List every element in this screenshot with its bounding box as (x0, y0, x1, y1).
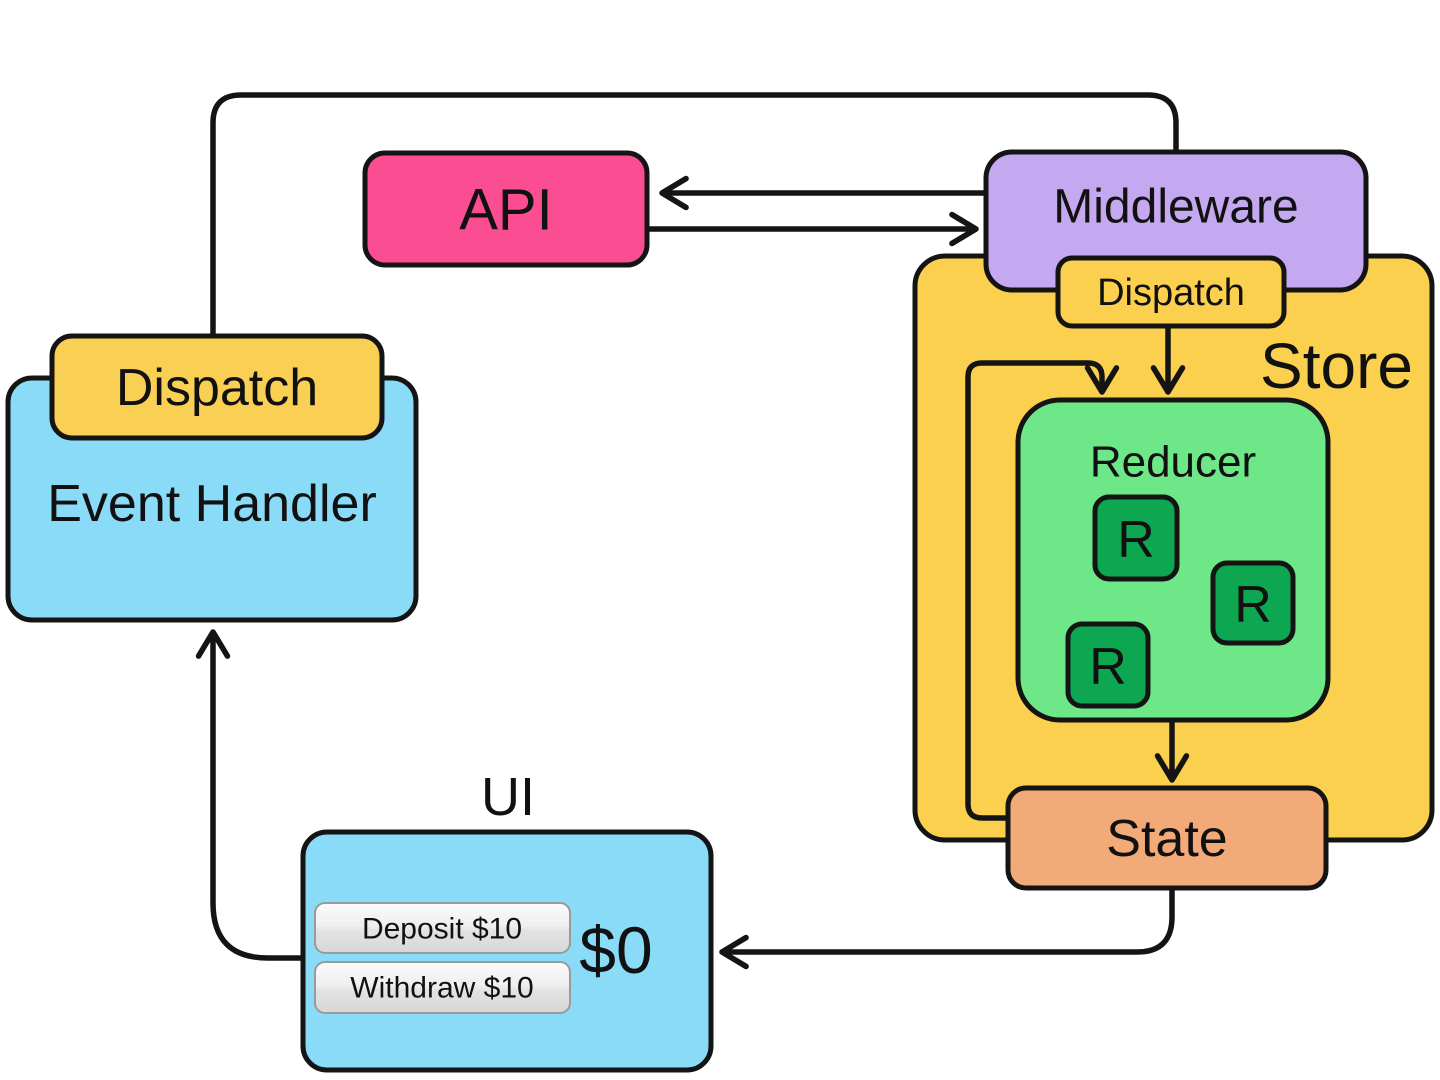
event-dispatch-label: Dispatch (116, 359, 318, 417)
deposit-button-label: Deposit $10 (362, 913, 522, 946)
deposit-button[interactable] (314, 902, 571, 954)
middleware-label: Middleware (1053, 181, 1298, 234)
reducer-label: Reducer (1090, 438, 1256, 487)
state-node (1005, 785, 1329, 891)
connector-dispatch-to-middleware (210, 92, 1179, 336)
state-label: State (1106, 810, 1227, 868)
api-node (362, 150, 650, 268)
balance-value: $0 (579, 913, 652, 987)
arrow-state-to-reducer-loop (965, 360, 1120, 821)
api-label: API (459, 178, 553, 243)
reducer-r1-node (1092, 494, 1180, 582)
store-dispatch-node (1055, 255, 1287, 329)
arrow-state-to-ui (719, 888, 1175, 970)
event-handler-label: Event Handler (47, 475, 377, 533)
reducer-r2-node (1210, 560, 1296, 646)
reducer-r3-label: R (1089, 638, 1127, 696)
event-dispatch-node (49, 333, 385, 441)
reducer-r3-node (1065, 621, 1151, 709)
withdraw-button[interactable] (314, 961, 571, 1014)
reducer-r1-label: R (1117, 511, 1155, 569)
withdraw-button-label: Withdraw $10 (350, 972, 533, 1005)
store-label: Store (1260, 330, 1413, 402)
ui-label: UI (481, 767, 535, 827)
reducer-r2-label: R (1234, 576, 1272, 634)
arrow-ui-to-event-handler (195, 629, 303, 961)
store-dispatch-label: Dispatch (1097, 272, 1245, 314)
